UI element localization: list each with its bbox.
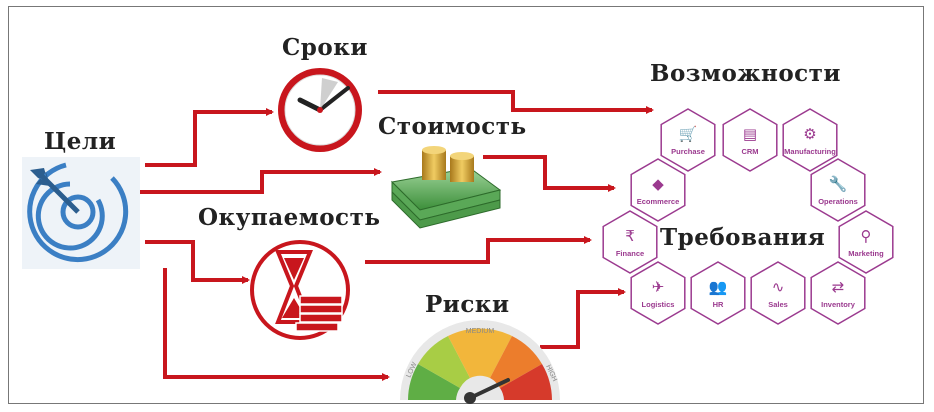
- frame-border: [8, 6, 924, 404]
- hexagon: [722, 108, 778, 172]
- hexagon: [630, 261, 686, 325]
- module-inventory: ⇄ Inventory: [810, 261, 866, 325]
- title-cost: Стоимость: [378, 113, 527, 140]
- rupee-icon: ₹: [625, 227, 635, 245]
- arrow-goals-cost: [130, 168, 382, 194]
- arrows: [130, 90, 654, 381]
- arrow-goals-deadlines: [145, 108, 274, 167]
- module-label: Sales: [768, 300, 788, 309]
- module-purchase: 🛒 Purchase: [660, 108, 716, 172]
- module-marketing: ⚲ Marketing: [838, 210, 894, 274]
- gauge-label-medium: MEDIUM: [466, 328, 495, 335]
- module-ecommerce: ◆ Ecommerce: [630, 158, 686, 222]
- hexagon: [782, 108, 838, 172]
- hexagon: [810, 261, 866, 325]
- module-label: Logistics: [642, 300, 675, 309]
- trend-icon: ∿: [772, 278, 785, 296]
- monitor-icon: ▤: [743, 125, 757, 143]
- arrow-cost-requirements: [483, 155, 616, 192]
- arrow-risks-requirements: [540, 288, 626, 349]
- risk-gauge-icon: MEDIUM LOW HIGH: [400, 320, 560, 404]
- module-label: Purchase: [671, 147, 705, 156]
- module-hexagons: 🛒 Purchase ▤ CRM ⚙ Manufacturing ◆ Ecommerce 🔧 Op…: [602, 108, 894, 325]
- money-stack-icon: [390, 146, 502, 229]
- module-label: Finance: [616, 249, 644, 258]
- module-label: Inventory: [821, 300, 856, 309]
- module-label: Marketing: [848, 249, 884, 258]
- title-payback: Окупаемость: [198, 204, 381, 231]
- hexagon: [630, 158, 686, 222]
- clock-icon: [278, 68, 362, 152]
- module-operations: 🔧 Operations: [810, 158, 866, 222]
- module-hr: 👥 HR: [690, 261, 746, 325]
- module-label: CRM: [741, 147, 758, 156]
- title-goals: Цели: [44, 128, 117, 155]
- hexagon: [810, 158, 866, 222]
- module-label: Operations: [818, 197, 858, 206]
- module-sales: ∿ Sales: [750, 261, 806, 325]
- title-opportunities: Возможности: [650, 60, 841, 87]
- hexagon: [690, 261, 746, 325]
- title-deadlines: Сроки: [282, 34, 368, 61]
- hexagon: [838, 210, 894, 274]
- arrow-goals-payback: [145, 240, 250, 284]
- arrow-payback-requirements: [365, 236, 592, 264]
- cart-icon: 🛒: [679, 125, 698, 143]
- module-logistics: ✈ Logistics: [630, 261, 686, 325]
- swap-arrows-icon: ⇄: [832, 278, 845, 296]
- module-label: HR: [713, 300, 724, 309]
- title-risks: Риски: [425, 291, 510, 318]
- gear-icon: ⚙: [803, 125, 816, 143]
- module-manufacturing: ⚙ Manufacturing: [782, 108, 838, 172]
- arrow-deadlines-opportunities: [378, 90, 654, 114]
- people-icon: 👥: [709, 278, 728, 296]
- title-requirements: Требования: [660, 224, 826, 251]
- module-crm: ▤ CRM: [722, 108, 778, 172]
- hexagon: [602, 210, 658, 274]
- wrench-icon: 🔧: [829, 174, 848, 193]
- arrow-goals-risks: [163, 268, 390, 381]
- hourglass-money-icon: [250, 240, 350, 340]
- module-finance: ₹ Finance: [602, 210, 658, 274]
- module-label: Manufacturing: [784, 147, 836, 156]
- plane-icon: ✈: [652, 278, 665, 296]
- hexagon: [660, 108, 716, 172]
- magnifier-icon: ⚲: [861, 227, 872, 245]
- hexagon: [750, 261, 806, 325]
- module-label: Ecommerce: [637, 197, 680, 206]
- tag-icon: ◆: [652, 175, 664, 193]
- target-icon: [22, 157, 140, 269]
